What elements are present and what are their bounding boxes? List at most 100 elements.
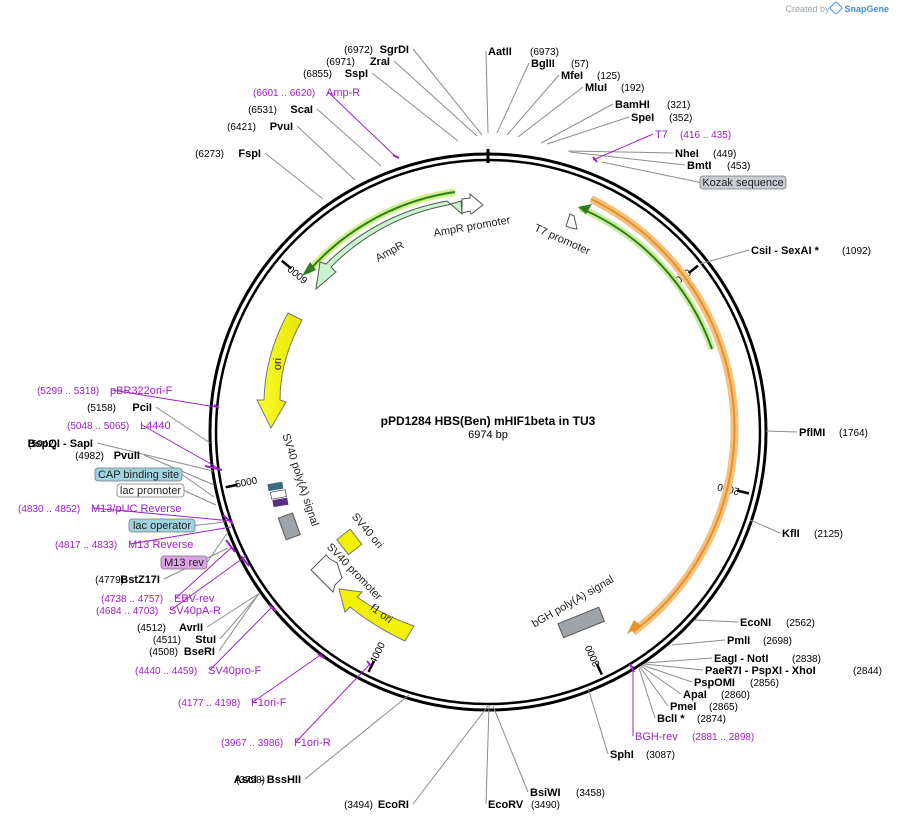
callout-label: lac promoter [120, 485, 181, 497]
enzyme-leader [671, 639, 726, 646]
enzyme-position: (3798) [236, 775, 265, 786]
primer-leader [327, 91, 397, 158]
callout-label: CAP binding site [98, 469, 179, 481]
enzyme-leader [640, 665, 682, 695]
lac-promoter-mark [269, 489, 287, 500]
enzyme-name: PflMI [799, 427, 825, 439]
primer-position: (4684 .. 4703) [96, 606, 158, 617]
enzyme-position: (453) [727, 161, 750, 172]
mhif1beta-cds-arc [578, 204, 716, 351]
enzyme-leader [517, 86, 584, 138]
feature-label: AmpR promoter [433, 214, 512, 239]
enzyme-position: (2874) [697, 714, 726, 725]
enzyme-name: MfeI [561, 70, 583, 82]
callout-box [699, 175, 787, 190]
primer-leader [141, 424, 219, 469]
enzyme-name: SspI [345, 68, 368, 80]
enzyme-position: (6973) [530, 47, 559, 58]
enzyme-name: BsiWI [530, 787, 561, 799]
leader-lines [92, 48, 798, 805]
orf-arc-core [590, 198, 736, 633]
primer-name: EBV-rev [174, 593, 215, 605]
tick-mark [736, 489, 750, 495]
feature-label: T7 promoter [532, 222, 592, 257]
enzyme-leader [567, 150, 674, 154]
enzyme-leader [316, 108, 382, 167]
sv40-ori-box [336, 528, 363, 556]
enzyme-name: PvuII [114, 450, 140, 462]
enzyme-name: AatII [488, 46, 512, 58]
primer-name: L4440 [140, 420, 171, 432]
primer-name: BGH-rev [635, 731, 678, 743]
enzyme-position: (3087) [646, 750, 675, 761]
primer-leader [175, 547, 232, 599]
primer-position: (3967 .. 3986) [221, 738, 283, 749]
enzyme-leader [587, 687, 609, 755]
credit-prefix: Created by [785, 4, 830, 14]
enzyme-leader [206, 592, 261, 628]
callout-leader [183, 490, 217, 506]
primer-leader [295, 663, 371, 743]
enzyme-name: AvrII [179, 622, 203, 634]
primer-position: (5299 .. 5318) [37, 386, 99, 397]
ampr-feature-arrow [315, 200, 463, 291]
enzyme-name: BstZ17I [120, 574, 160, 586]
primer-leader [111, 389, 217, 408]
enzyme-position: (2860) [721, 690, 750, 701]
enzyme-name: BclI * [657, 713, 685, 725]
enzyme-position: (5158) [87, 403, 116, 414]
enzyme-position: (3458) [576, 788, 605, 799]
enzyme-leader [693, 619, 739, 623]
enzyme-leader [644, 657, 713, 664]
enzyme-leader [296, 125, 356, 181]
enzyme-name: ApaI [683, 689, 707, 701]
callout-label: Kozak sequence [702, 177, 783, 189]
enzyme-position: (6273) [195, 149, 224, 160]
enzyme-leader [485, 50, 489, 134]
enzyme-position: (4779) [95, 575, 124, 586]
feature-label: SV40 poly(A) signal [279, 432, 320, 528]
primer-position: (4817 .. 4833) [55, 540, 117, 551]
enzyme-name: KflI [782, 528, 800, 540]
enzyme-leader [218, 594, 259, 652]
enzyme-name: PmeI [670, 701, 696, 713]
callout-label: M13 rev [164, 557, 204, 569]
t7-promoter-arrow [565, 213, 578, 230]
enzyme-leader [540, 103, 614, 144]
enzyme-leader [393, 60, 478, 137]
enzyme-name: PvuI [270, 121, 293, 133]
orf-arrowhead [627, 620, 641, 634]
enzyme-leader [219, 593, 260, 640]
enzyme-name: PciI [132, 402, 152, 414]
enzyme-position: (6971) [326, 57, 355, 68]
tick-label: 5000 [234, 475, 258, 490]
enzyme-leader [155, 406, 211, 444]
ampr-promoter-arrow [461, 192, 484, 215]
primer-name: pBR322ori-F [110, 385, 173, 397]
enzyme-name: PspOMI [694, 677, 735, 689]
enzyme-position: (2865) [709, 702, 738, 713]
callout-leader [181, 474, 215, 498]
enzyme-position: (2838) [792, 654, 821, 665]
enzyme-leader [496, 62, 530, 134]
enzyme-leader [304, 694, 410, 780]
primer-marks [204, 154, 635, 673]
enzyme-name: AscI - BssHII [234, 774, 301, 786]
primer-name: T7 [655, 129, 668, 141]
callout-box [116, 483, 185, 498]
enzyme-name: BglII [531, 58, 555, 70]
primer-leader [592, 133, 654, 161]
f1-ori-arrow [338, 588, 415, 642]
plasmid-size: 6974 bp [468, 429, 508, 441]
enzyme-position: (125) [597, 71, 620, 82]
primer-position: (4738 .. 4757) [101, 594, 163, 605]
enzyme-position: (3494) [344, 800, 373, 811]
enzyme-position: (3490) [531, 800, 560, 811]
enzyme-position: (2125) [814, 529, 843, 540]
callout-leader [206, 531, 229, 563]
primer-leader [170, 555, 247, 611]
enzyme-position: (352) [669, 113, 692, 124]
enzyme-leader [371, 72, 459, 142]
